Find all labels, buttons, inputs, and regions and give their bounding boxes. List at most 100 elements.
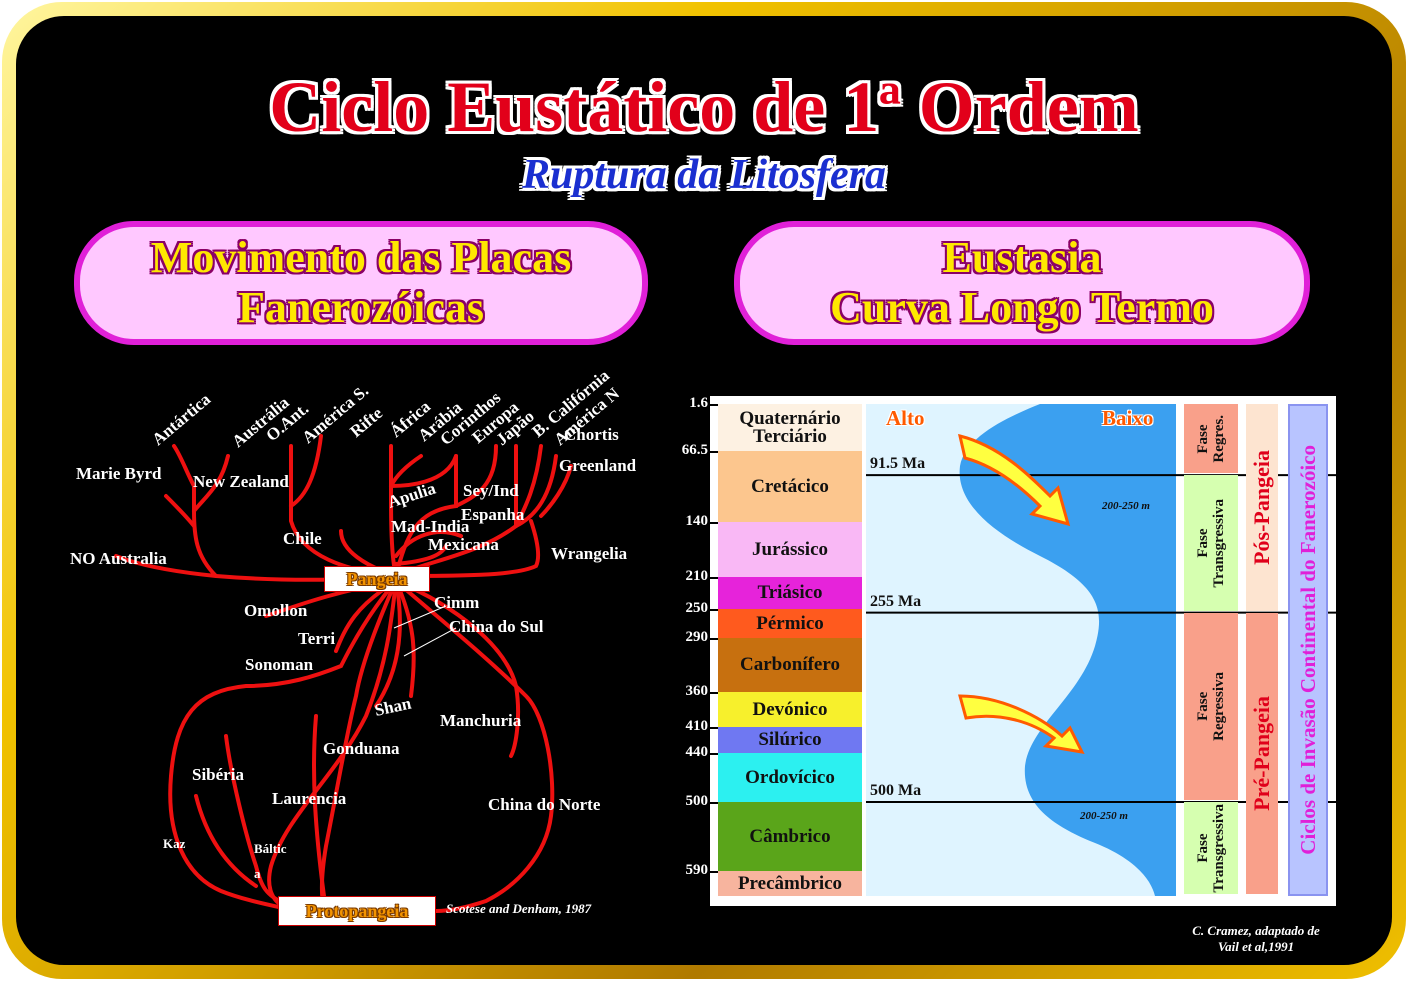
age-tick [710,451,718,453]
plates-panel-line2: Fanerozóicas [237,283,485,332]
label-omollon: Omollon [244,601,308,620]
age-tick-label: 500 [685,793,709,809]
phase-label: Fase [1195,833,1211,863]
age-tick-label: 590 [685,862,709,878]
period-label: Silúrico [758,729,822,750]
age-tick [710,609,718,611]
age-tick [710,727,718,729]
era-0: Pós-Pangeia [1246,404,1278,611]
label-laurencia: Laurencia [272,789,347,808]
curve-label-high: Alto [886,406,925,430]
label-mexicana: Mexicana [428,535,499,554]
period-label: Triásico [757,582,823,603]
source-credit-scotese: Scotese and Denham, 1987 [446,901,592,916]
label-cimm: Cimm [434,593,479,612]
marker-label: 91.5 Ma [870,455,926,473]
period-label: Precâmbrico [737,872,843,894]
age-tick [710,638,718,640]
period-2: Jurássico [718,522,862,577]
period-label: Câmbrico [749,825,831,847]
age-tick-label: 360 [685,683,709,699]
period-5: Carbonífero [718,638,862,692]
trend-arrows [957,433,1085,754]
phase-label: Fase [1195,528,1211,558]
age-tick-label: 410 [685,718,709,734]
period-label: Jurássico [752,538,828,560]
sea-level-area [959,404,1176,896]
age-tick-label: 290 [685,629,709,645]
period-4: Pérmico [718,609,862,638]
tree-leader-lines [393,605,457,657]
period-6: Devónico [718,692,862,727]
curve-label-low: Baixo [1102,406,1154,430]
marker-label: 255 Ma [870,592,922,610]
label-wrangelia: Wrangelia [551,544,628,563]
phase-label: Regres. [1211,414,1227,463]
label-baltic-tail: a [254,866,261,881]
age-tick [710,522,718,524]
trend-arrow [957,433,1071,527]
phase-label: Regressiva [1211,671,1227,741]
credit-line1: C. Cramez, adaptado de [1192,923,1320,938]
label-sey-ind: Sey/Ind [463,481,519,500]
period-label: Devónico [752,698,828,720]
cycles-label: Ciclos de Invasão Continental do Faneroz… [1295,445,1320,855]
label-china-do-norte: China do Norte [488,795,601,814]
label-espanha: Espanha [461,505,525,524]
trend-arrow [958,694,1085,754]
label-mad-india: Mad-India [391,517,470,536]
phase-label: Transgressiva [1211,498,1227,588]
label-marie-byrd: Marie Byrd [76,464,162,483]
label-china-do-sul: China do Sul [449,617,544,636]
plates-panel-title: Movimento das Placas Fanerozóicas [74,221,648,345]
plate-tree-diagram: Antártica Austrália O.Ant. América S. Ri… [70,365,637,913]
era-label: Pós-Pangeia [1249,449,1274,565]
era-label: Pré-Pangeia [1249,695,1274,811]
period-label: Pérmico [756,612,824,634]
source-credit-cramez: C. Cramez, adaptado de Vail et al,1991 [1136,923,1376,955]
age-tick [710,802,718,804]
page-subtitle: Ruptura da Litosfera [521,152,887,198]
period-9: Câmbrico [718,802,862,871]
period-label: Terciário [753,425,827,447]
label-greenland: Greenland [559,456,637,475]
plates-panel-line1: Movimento das Placas [150,233,572,282]
cycles-column: Ciclos de Invasão Continental do Faneroz… [1288,404,1328,896]
age-tick [710,692,718,694]
period-label: Carbonífero [740,654,840,675]
eustasy-panel-line2: Curva Longo Termo [830,283,1214,332]
label-kaz: Kaz [163,836,186,851]
label-gonduana: Gonduana [323,739,400,758]
phase-label: Fase [1195,423,1211,454]
depth-label: 200-250 m [1080,810,1128,822]
black-board: Ciclo Eustático de 1ª Ordem Ruptura da L… [16,16,1392,965]
label-new-zealand: New Zealand [193,472,289,491]
phase-label: Fase [1195,691,1211,721]
period-label: Ordovícico [745,766,835,788]
age-tick-label: 1.6 [689,395,708,411]
label-no-australia: NO Australia [70,549,167,568]
label-siberia: Sibéria [192,765,244,784]
age-tick-label: 140 [685,513,709,529]
tree-labels: Antártica Austrália O.Ant. América S. Ri… [70,365,637,881]
page-title: Ciclo Eustático de 1ª Ordem [269,67,1139,147]
era-1: Pré-Pangeia [1246,612,1278,894]
eustasy-panel-title: Eustasia Curva Longo Termo [734,221,1310,345]
credit-line2: Vail et al,1991 [1217,939,1295,954]
sea-level-curve [866,404,1336,896]
eustasy-panel-line1: Eustasia [942,233,1102,282]
period-10: Precâmbrico [718,871,862,896]
age-tick [710,577,718,579]
phase-label: Transgressiva [1211,803,1227,893]
label-baltic: Báltic [254,841,287,856]
age-tick-label: 66.5 [681,442,708,458]
age-tick [710,871,718,873]
period-3: Triásico [718,577,862,609]
period-8: Ordovícico [718,753,862,802]
age-tick-label: 440 [685,744,709,760]
label-sonoman: Sonoman [245,655,314,674]
